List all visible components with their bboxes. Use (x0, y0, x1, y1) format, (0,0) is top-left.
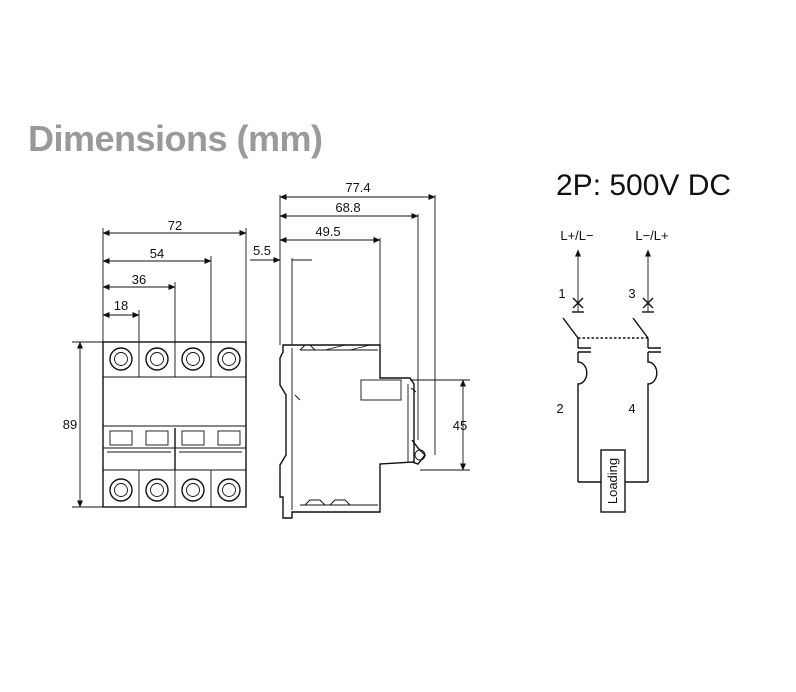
dim-label-54: 54 (150, 246, 164, 261)
dim-label-45: 45 (453, 418, 467, 433)
terminal-3-label: 3 (628, 286, 635, 301)
breaker-front-outline (102, 341, 247, 508)
load-label: Loading (605, 458, 620, 504)
page-title: Dimensions (mm) (28, 118, 323, 159)
top-terminal-screws (109, 347, 241, 371)
right-polarity-label: L−/L+ (635, 228, 668, 243)
wiring-rating-label: 2P: 500V DC (556, 169, 732, 202)
terminal-2-label: 2 (556, 401, 563, 416)
load-box (600, 449, 626, 513)
dim-label-36: 36 (132, 272, 146, 287)
dim-label-68-8: 68.8 (335, 200, 360, 215)
switch-contact-right (632, 317, 649, 339)
wiring-diagram: L+/L− L−/L+ 1 3 2 4 Loading (556, 228, 669, 513)
breaker-side-outline (279, 344, 415, 519)
terminal-1-label: 1 (558, 286, 565, 301)
dim-label-18: 18 (114, 298, 128, 313)
terminal-4-label: 4 (628, 401, 635, 416)
dim-label-72: 72 (168, 218, 182, 233)
left-polarity-label: L+/L− (560, 228, 593, 243)
dim-label-77-4: 77.4 (345, 180, 370, 195)
dim-label-49-5: 49.5 (315, 224, 340, 239)
front-view: 72 54 36 18 89 (63, 218, 247, 508)
dim-label-89: 89 (63, 417, 77, 432)
switch-contact-left (562, 317, 579, 339)
side-view: 77.4 68.8 49.5 5.5 45 (250, 180, 470, 519)
bottom-terminal-screws (109, 478, 241, 502)
dim-label-5-5: 5.5 (253, 243, 271, 258)
